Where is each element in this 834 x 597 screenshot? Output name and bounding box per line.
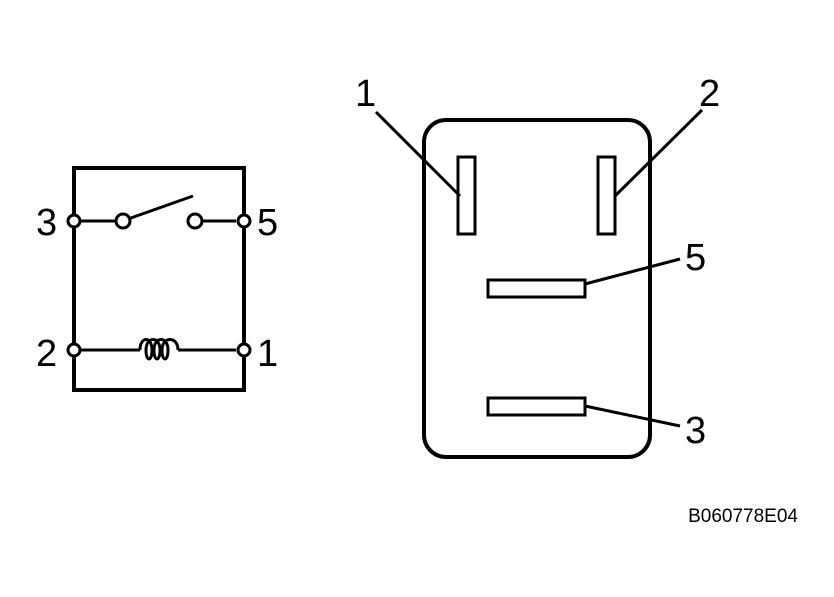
schematic-label-1: 1 — [257, 333, 278, 375]
figure-code: B060778E04 — [688, 506, 798, 527]
schematic-label-5: 5 — [257, 202, 278, 244]
switch-contact-arm — [127, 194, 194, 221]
schematic-label-2: 2 — [36, 333, 57, 375]
coil-symbol — [138, 338, 180, 361]
pin-5 — [486, 278, 587, 299]
connector-label-5: 5 — [685, 237, 706, 279]
connector-body — [422, 118, 652, 459]
switch-contact-left — [114, 212, 132, 230]
schematic-frame — [72, 166, 246, 392]
relay-schematic — [66, 166, 252, 392]
pin-1 — [456, 155, 477, 236]
switch-contact-right — [186, 212, 204, 230]
schematic-label-3: 3 — [36, 202, 57, 244]
terminal-3 — [66, 213, 82, 229]
terminal-1 — [236, 342, 252, 358]
connector-label-3: 3 — [685, 410, 706, 452]
terminal-5 — [236, 213, 252, 229]
connector-label-1: 1 — [355, 73, 376, 115]
relay-connector — [374, 108, 704, 459]
terminal-2 — [66, 342, 82, 358]
connector-label-2: 2 — [699, 73, 720, 115]
pin-3 — [486, 396, 587, 417]
leader-line-pin-5 — [584, 257, 681, 286]
leader-line-pin-3 — [584, 404, 681, 428]
leader-line-pin-1 — [374, 110, 462, 198]
leader-line-pin-2 — [613, 108, 704, 198]
pin-2 — [596, 155, 617, 236]
